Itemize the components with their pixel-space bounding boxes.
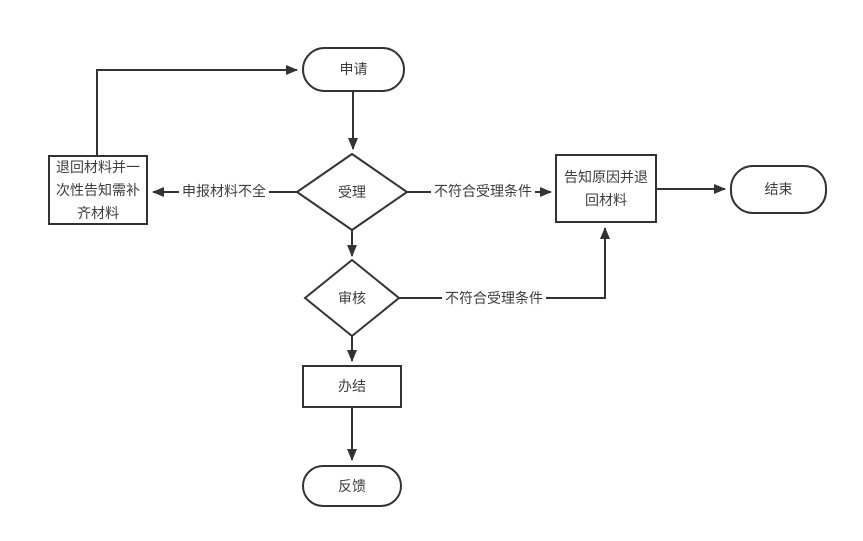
accept-diamond-shape [295,152,409,232]
edge-review-to-notify-reason [399,227,610,299]
edge-label-materials-incomplete: 申报材料不全 [179,183,269,199]
node-review-label: 审核 [338,290,366,306]
edge-return-materials-to-apply [96,65,298,155]
node-accept-label: 受理 [338,184,366,200]
edge-label-not-qualified-accept: 不符合受理条件 [431,183,535,199]
node-feedback: 反馈 [302,465,402,507]
node-complete: 办结 [302,365,402,408]
node-end: 结束 [730,165,827,214]
review-diamond-shape [303,258,401,338]
edge-label-not-qualified-review: 不符合受理条件 [442,290,546,306]
node-notify-reason: 告知原因并退回材料 [555,154,657,223]
node-return-materials: 退回材料并一次性告知需补齐材料 [48,155,148,225]
node-apply: 申请 [302,47,405,92]
